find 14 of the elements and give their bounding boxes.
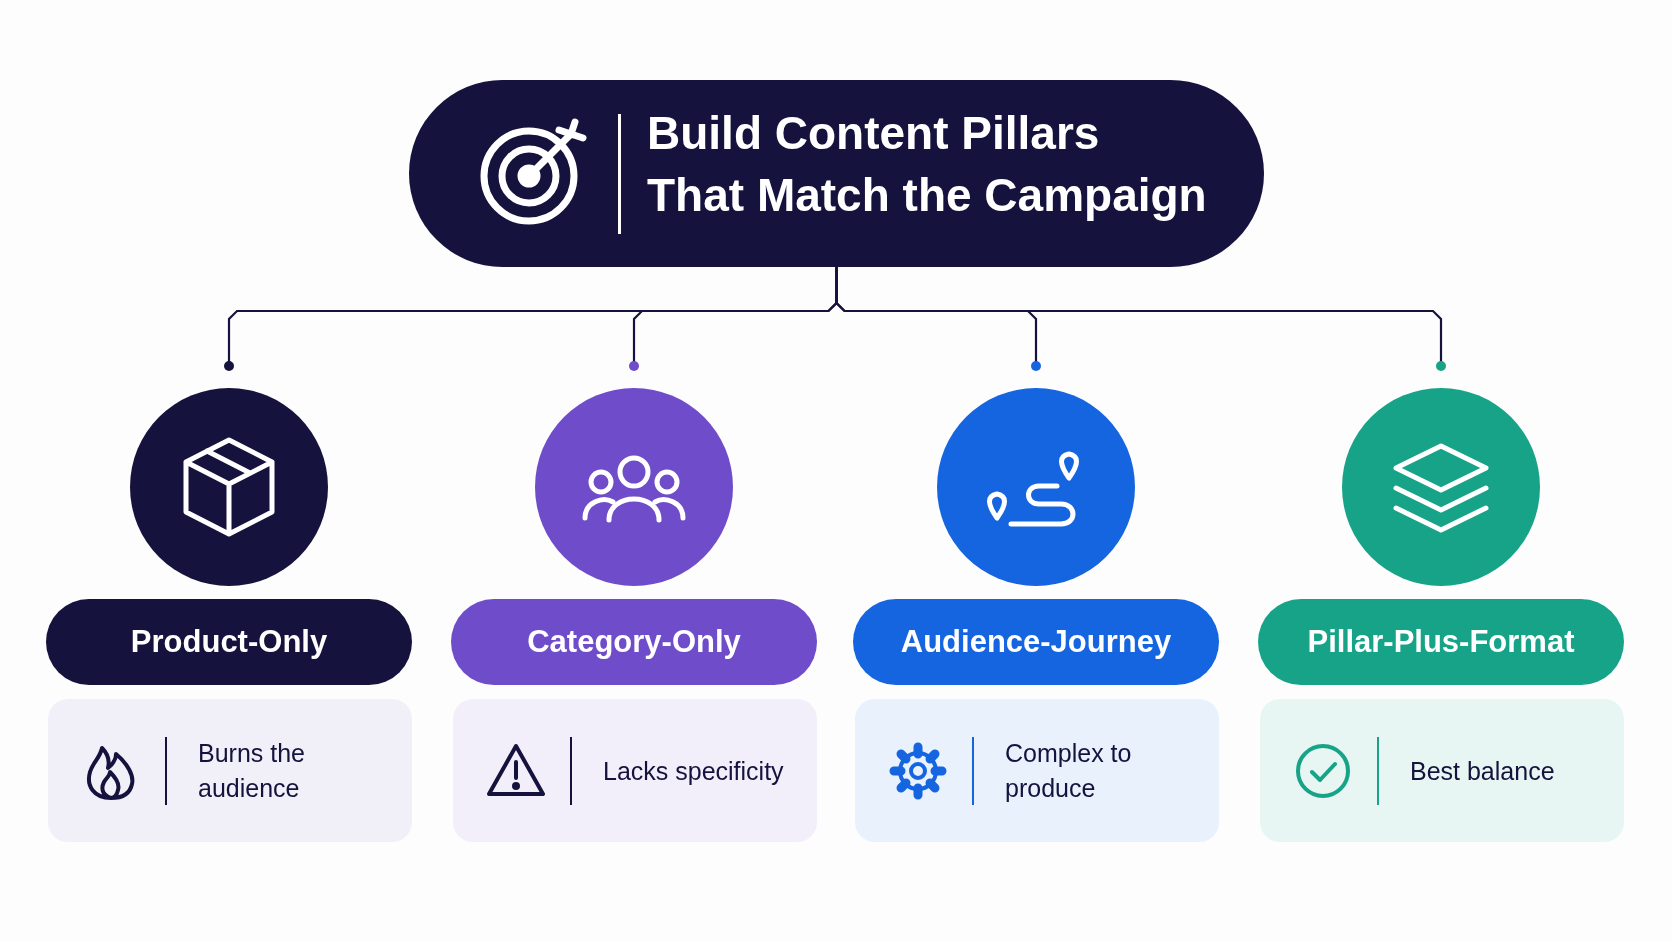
category-label: Category-Only <box>527 624 741 660</box>
note-card <box>1260 699 1624 842</box>
note-text: Best balance <box>1410 755 1556 786</box>
note-card <box>855 699 1219 842</box>
note-card <box>48 699 412 842</box>
note-text: Burns the audience <box>198 737 306 804</box>
connector-line <box>835 267 1446 371</box>
title-text: Build Content Pillars That Match the Campaign <box>647 106 1207 223</box>
note-text: Lacks specificity <box>603 755 785 787</box>
category-label: Pillar-Plus-Format <box>1307 624 1575 660</box>
category-label: Product-Only <box>130 624 328 660</box>
category-label: Audience-Journey <box>900 624 1172 660</box>
note-card <box>453 699 817 842</box>
note-text: Complex to produce <box>1005 737 1133 804</box>
